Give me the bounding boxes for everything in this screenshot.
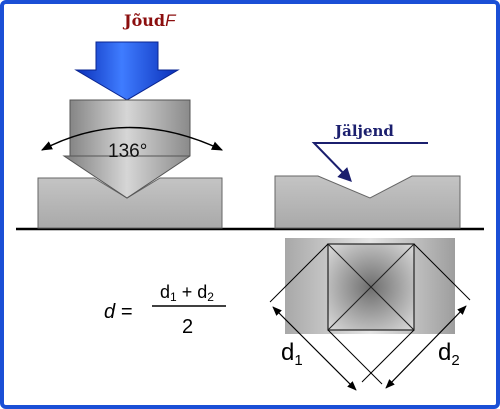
test-block-left xyxy=(37,177,223,229)
diagonal-d1-label: d1 xyxy=(281,339,303,369)
indentation-label: Jäljend xyxy=(333,122,394,140)
dimension-d2 xyxy=(385,305,467,389)
angle-label: 136° xyxy=(108,141,147,162)
formula-lhs: d = xyxy=(104,301,132,323)
dimension-d1 xyxy=(272,306,357,391)
formula-denominator: 2 xyxy=(182,316,193,338)
indentation-pointer-icon xyxy=(311,142,428,183)
angle-arc xyxy=(41,126,224,151)
formula-numerator: d1 + d2 xyxy=(160,282,214,304)
hardness-test-diagram: JõudF 136° Jäljend d1 d2 d = d1 + d2 2 xyxy=(16,11,484,391)
force-label: JõudF xyxy=(122,11,177,30)
force-arrow-icon xyxy=(74,41,180,101)
test-block-right xyxy=(274,175,461,229)
diagonal-d2-label: d2 xyxy=(438,339,460,369)
